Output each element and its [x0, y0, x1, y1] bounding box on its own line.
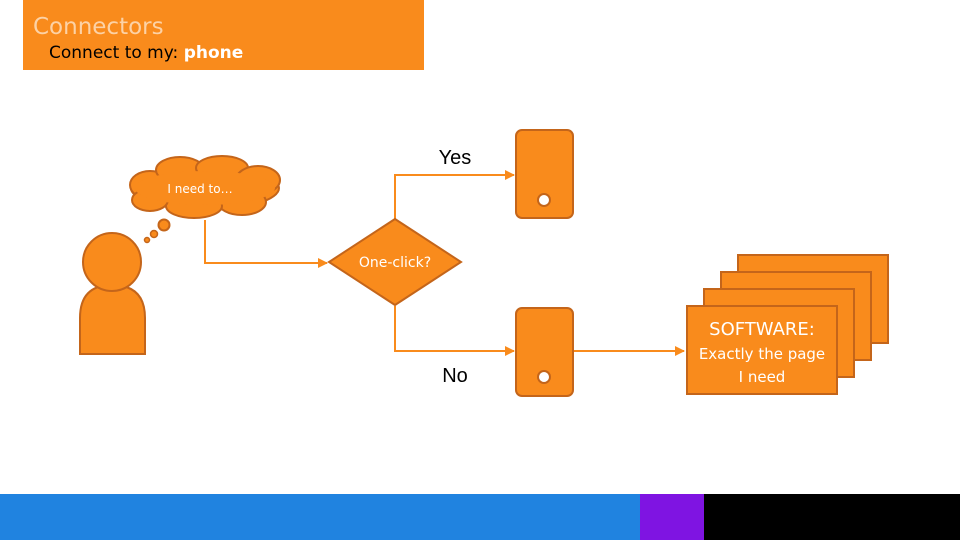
- subtitle-emphasis: phone: [183, 43, 244, 63]
- footer-bar-black: [704, 494, 960, 540]
- decision-label: One-click?: [359, 255, 431, 271]
- slide-subtitle: Connect to my: phone: [49, 43, 243, 63]
- subtitle-prefix: Connect to my:: [49, 43, 184, 63]
- thought-dot-medium: [149, 229, 159, 239]
- decision-diamond: [327, 217, 463, 307]
- footer-bar-purple: [640, 494, 704, 540]
- footer-bar-blue: [0, 494, 640, 540]
- slide-title: Connectors: [33, 14, 164, 40]
- phone-icon: [515, 129, 574, 219]
- phone-icon: [515, 307, 574, 397]
- connector-no: [394, 306, 515, 356]
- software-line-2: I need: [739, 368, 786, 386]
- title-banner: Connectors Connect to my: phone: [23, 0, 424, 70]
- yes-label: Yes: [439, 147, 472, 169]
- thought-dot-small: [143, 236, 151, 244]
- thought-bubble-label: I need to…: [167, 182, 232, 196]
- no-label: No: [442, 365, 468, 387]
- person-icon: [79, 232, 146, 355]
- software-line-1: Exactly the page: [699, 345, 825, 363]
- connector-bubble-to-decision: [204, 220, 328, 268]
- stacked-pages-icon: [686, 254, 889, 395]
- connector-yes: [394, 170, 515, 220]
- software-title: SOFTWARE:: [709, 319, 815, 340]
- thought-dot-large: [157, 218, 171, 232]
